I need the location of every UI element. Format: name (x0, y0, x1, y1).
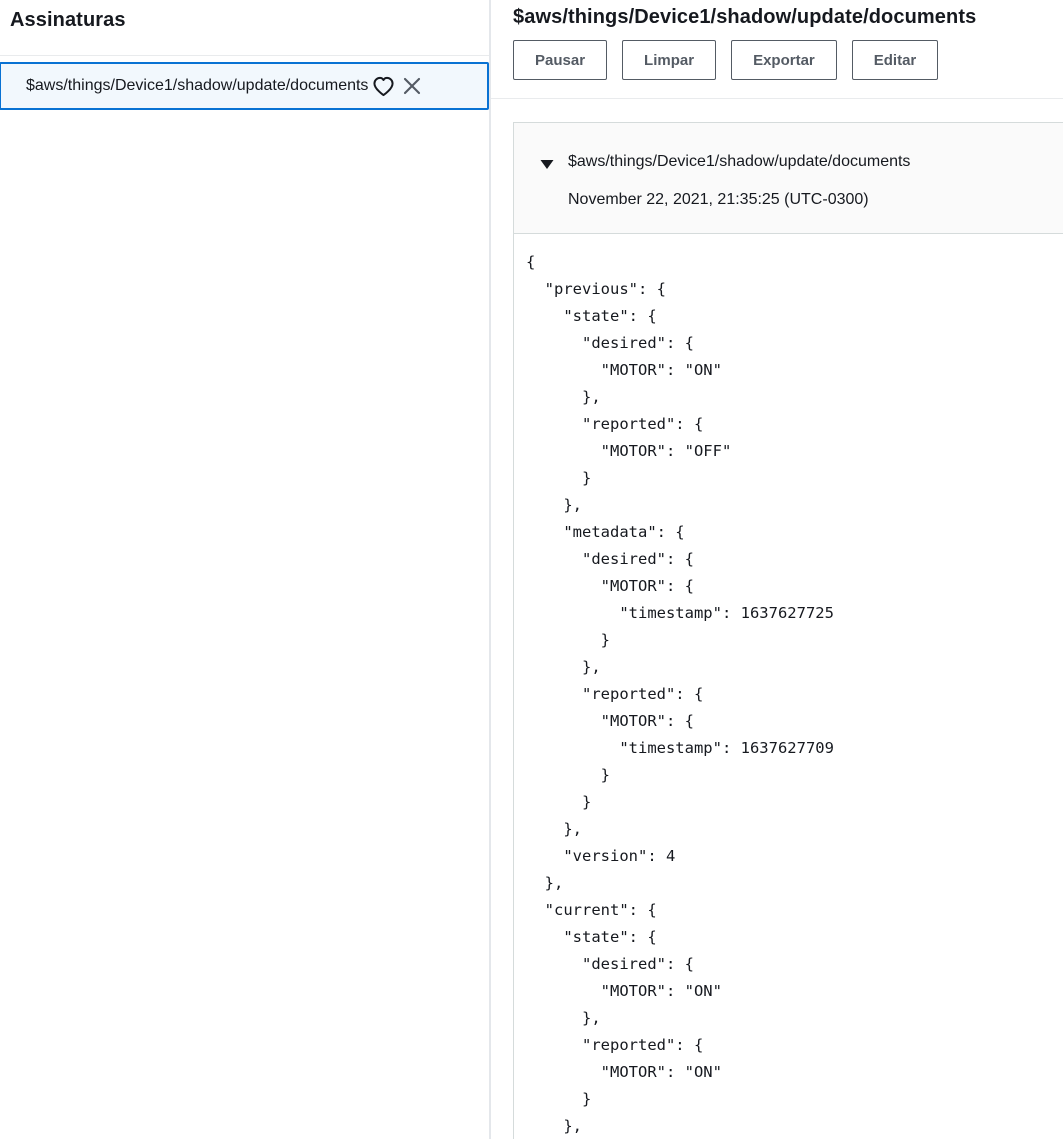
sidebar-header: Assinaturas (0, 0, 489, 56)
favorite-heart-icon[interactable] (372, 76, 395, 97)
message-body: { "previous": { "state": { "desired": { … (514, 234, 1063, 1139)
toolbar: Pausar Limpar Exportar Editar (513, 40, 1063, 80)
message-payload-json: { "previous": { "state": { "desired": { … (526, 253, 834, 1135)
message-topic: $aws/things/Device1/shadow/update/docume… (568, 153, 911, 170)
detail-header: $aws/things/Device1/shadow/update/docume… (491, 0, 1063, 99)
message-topic-row: $aws/things/Device1/shadow/update/docume… (540, 153, 1041, 171)
subscription-detail-panel: $aws/things/Device1/shadow/update/docume… (491, 0, 1063, 1139)
clear-button[interactable]: Limpar (622, 40, 717, 80)
message-card-header: $aws/things/Device1/shadow/update/docume… (514, 123, 1063, 234)
subscriptions-sidebar: Assinaturas $aws/things/Device1/shadow/u… (0, 0, 489, 1139)
triangle-down-icon[interactable] (540, 157, 554, 169)
subscription-item-selected[interactable]: $aws/things/Device1/shadow/update/docume… (0, 62, 489, 110)
messages-area: $aws/things/Device1/shadow/update/docume… (491, 99, 1063, 1139)
edit-button[interactable]: Editar (851, 40, 939, 80)
unsubscribe-close-icon[interactable] (402, 76, 422, 96)
message-timestamp: November 22, 2021, 21:35:25 (UTC-0300) (568, 191, 869, 208)
export-button[interactable]: Exportar (731, 40, 837, 80)
sidebar-title: Assinaturas (10, 9, 126, 31)
subscription-topic-label: $aws/things/Device1/shadow/update/docume… (26, 77, 369, 94)
panel-divider (489, 0, 491, 1139)
page-title: $aws/things/Device1/shadow/update/docume… (513, 6, 977, 28)
pause-button[interactable]: Pausar (513, 40, 608, 80)
message-card: $aws/things/Device1/shadow/update/docume… (513, 122, 1063, 1139)
